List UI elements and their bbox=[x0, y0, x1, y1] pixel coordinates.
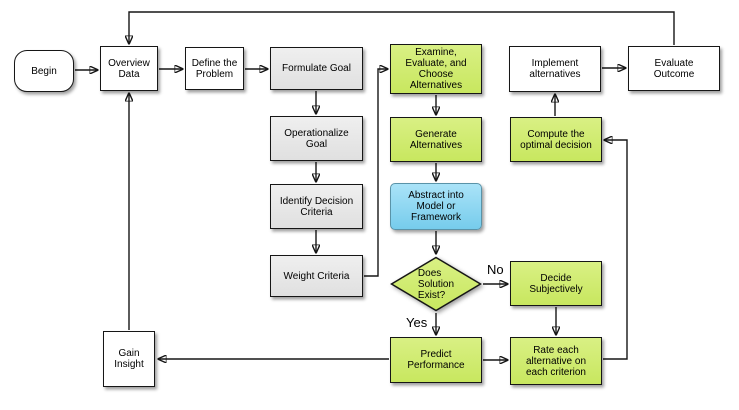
node-decide-subjectively: Decide Subjectively bbox=[510, 261, 602, 306]
node-examine-evaluate-choose-alternatives: Examine, Evaluate, and Choose Alternativ… bbox=[390, 44, 482, 94]
node-define-the-problem: Define the Problem bbox=[185, 47, 244, 90]
edge-label-no: No bbox=[487, 262, 504, 277]
node-weight-criteria: Weight Criteria bbox=[270, 255, 363, 297]
node-label: Decide Subjectively bbox=[529, 272, 583, 295]
node-label: Gain Insight bbox=[114, 348, 144, 370]
node-label: Rate each alternative on each criterion bbox=[525, 344, 587, 378]
node-label: Weight Criteria bbox=[283, 270, 350, 282]
decision-diamond-shape bbox=[390, 256, 482, 312]
node-evaluate-outcome: Evaluate Outcome bbox=[628, 46, 720, 91]
node-abstract-into-model-or-framework: Abstract into Model or Framework bbox=[390, 183, 482, 230]
node-gain-insight: Gain Insight bbox=[103, 331, 155, 387]
node-label: Identify Decision Criteria bbox=[279, 195, 354, 218]
node-label: Define the Problem bbox=[191, 57, 238, 80]
edge-weight-criteria-to-examine-evaluate-choose-alternatives bbox=[364, 69, 388, 277]
node-formulate-goal: Formulate Goal bbox=[270, 47, 363, 90]
node-identify-decision-criteria: Identify Decision Criteria bbox=[270, 184, 363, 229]
edge-rate-each-alternative-to-compute-the-optimal-decision bbox=[603, 140, 628, 360]
node-predict-performance: Predict Performance bbox=[390, 337, 482, 383]
node-rate-each-alternative: Rate each alternative on each criterion bbox=[510, 337, 602, 385]
edge-label-yes: Yes bbox=[406, 315, 428, 330]
node-begin: Begin bbox=[14, 50, 74, 92]
node-label: Formulate Goal bbox=[282, 63, 351, 74]
node-operationalize-goal: Operationalize Goal bbox=[270, 116, 363, 161]
node-label: Evaluate Outcome bbox=[653, 57, 695, 80]
node-label: Generate Alternatives bbox=[409, 128, 463, 151]
node-label: Abstract into Model or Framework bbox=[408, 190, 464, 223]
node-implement-alternatives: Implement alternatives bbox=[509, 46, 601, 92]
node-label: Overview Data bbox=[108, 57, 150, 80]
node-label: Does Solution Exist? bbox=[417, 267, 455, 301]
node-generate-alternatives: Generate Alternatives bbox=[390, 117, 482, 162]
node-label: Examine, Evaluate, and Choose Alternativ… bbox=[405, 47, 467, 91]
node-compute-the-optimal-decision: Compute the optimal decision bbox=[510, 117, 602, 162]
node-label: Begin bbox=[31, 65, 57, 77]
node-label: Implement alternatives bbox=[529, 58, 581, 80]
node-overview-data: Overview Data bbox=[100, 46, 158, 91]
node-label: Compute the optimal decision bbox=[520, 128, 592, 151]
node-does-solution-exist: Does Solution Exist? bbox=[390, 256, 482, 312]
node-label: Predict Performance bbox=[407, 349, 465, 371]
node-label: Operationalize Goal bbox=[284, 127, 349, 150]
edge-evaluate-outcome-to-overview-data bbox=[129, 11, 675, 45]
